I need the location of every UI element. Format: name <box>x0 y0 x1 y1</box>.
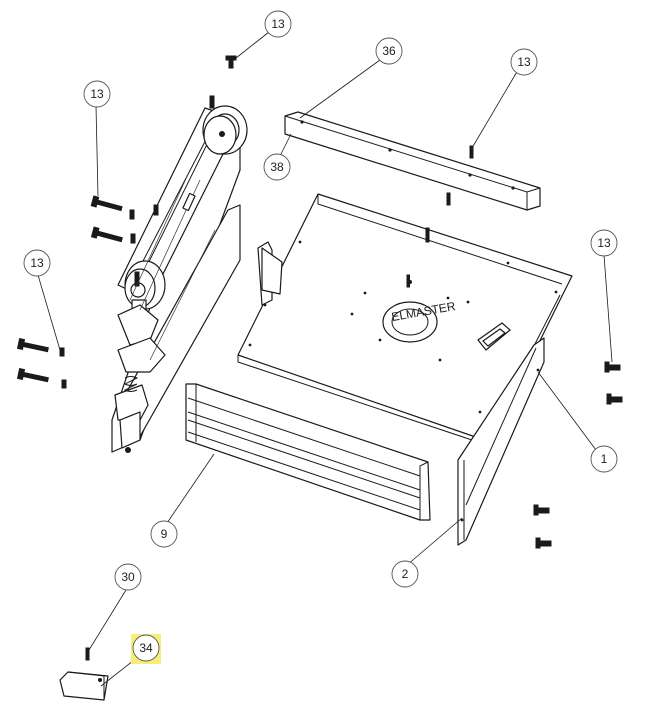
screw-long <box>90 195 123 212</box>
callout-13-left-upper: 13 <box>83 80 111 108</box>
callout-30: 30 <box>114 563 142 591</box>
table-plate: ELMASTER <box>237 193 573 447</box>
bottom-roller <box>124 260 166 313</box>
top-rail <box>284 111 541 211</box>
side-legs <box>257 241 545 546</box>
screw-long <box>16 338 49 353</box>
fence-extrusion <box>185 383 431 521</box>
handle-slot <box>477 322 511 351</box>
screw-short <box>535 537 552 549</box>
callout-label: 9 <box>161 527 168 541</box>
screw-long <box>16 368 49 383</box>
callout-label: 13 <box>597 236 611 250</box>
callout-13-rail: 13 <box>510 48 538 76</box>
spring <box>123 376 139 392</box>
callout-label: 2 <box>402 567 409 581</box>
callout-label: 38 <box>270 160 284 174</box>
callout-label: 13 <box>30 256 44 270</box>
callout-1: 1 <box>590 445 618 473</box>
screw-short <box>604 361 621 373</box>
screw-short <box>533 504 550 516</box>
callout-36: 36 <box>375 37 403 65</box>
callout-13-top: 13 <box>264 10 292 38</box>
callout-label: 30 <box>121 570 135 584</box>
roller-fence-assembly <box>111 95 248 453</box>
callout-2: 2 <box>391 560 419 588</box>
callout-38: 38 <box>263 153 291 181</box>
callout-13-left-lower: 13 <box>23 249 51 277</box>
callout-34-highlighted: 34 <box>131 634 161 664</box>
screws-group <box>16 55 623 661</box>
end-cap <box>59 671 109 701</box>
callout-label: 34 <box>139 641 153 655</box>
callout-label: 13 <box>90 87 104 101</box>
router-insert-ring: ELMASTER <box>382 299 457 343</box>
callout-13-right: 13 <box>590 229 618 257</box>
callout-label: 36 <box>382 44 396 58</box>
screw-short <box>606 393 623 405</box>
callout-9: 9 <box>150 520 178 548</box>
top-roller <box>202 95 248 155</box>
leader-lines <box>37 31 613 687</box>
screw-long <box>90 226 123 243</box>
callout-label: 13 <box>271 17 285 31</box>
callout-label: 13 <box>517 55 531 69</box>
callout-label: 1 <box>601 452 608 466</box>
